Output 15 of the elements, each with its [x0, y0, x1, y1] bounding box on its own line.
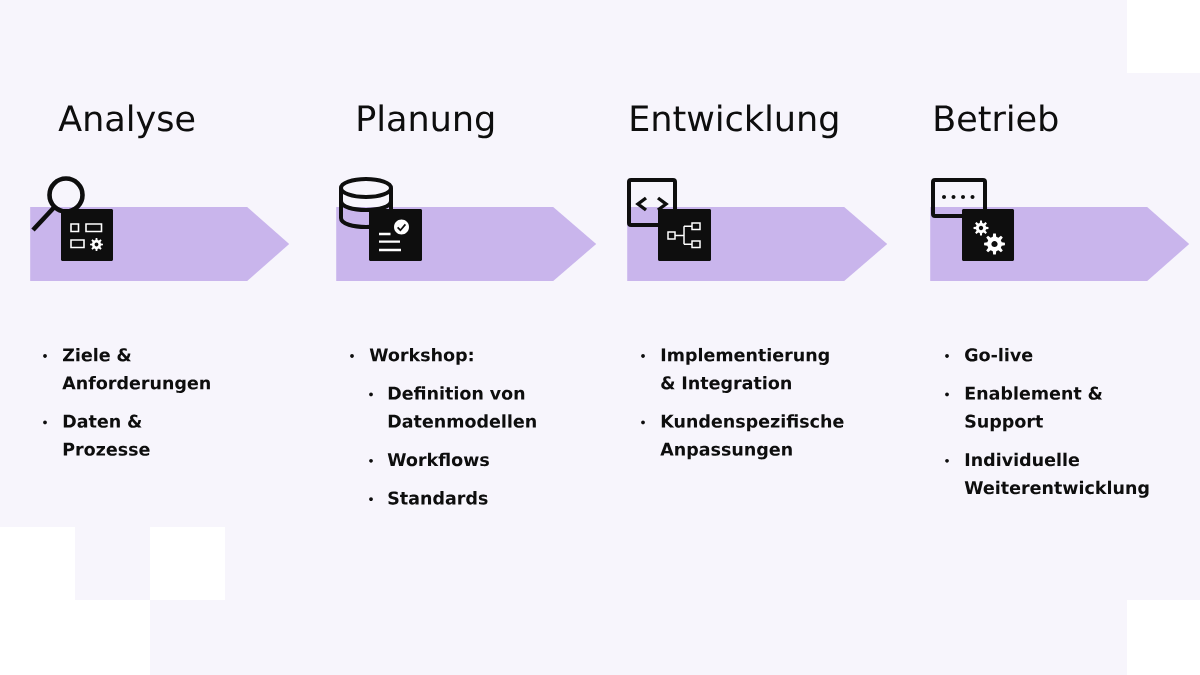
bullet-text: Daten & Prozesse — [63, 414, 150, 456]
phase-heading: Entwicklung — [631, 104, 838, 139]
bullet-text: Individuelle Weiterentwicklung — [964, 452, 1149, 498]
phase-heading: Analyse — [58, 104, 195, 139]
phase-heading: Planung — [358, 104, 494, 139]
bullet-text: Implementierung & Integration — [661, 347, 829, 393]
bullet-text: Definition von Datenmodellen — [388, 386, 536, 428]
bullet-text: Workflows — [387, 452, 489, 467]
bullet-text: Ziele & Anforderungen — [62, 347, 210, 393]
bullet-text: Kundenspezifische Anpassungen — [660, 414, 844, 460]
bullet-text: Go-live — [965, 347, 1033, 362]
phase-heading: Betrieb — [935, 104, 1058, 132]
bullet-text: Standards — [388, 491, 488, 505]
bullet-text: Enablement & Support — [965, 386, 1103, 432]
bullet-text: Workshop: — [369, 347, 473, 365]
